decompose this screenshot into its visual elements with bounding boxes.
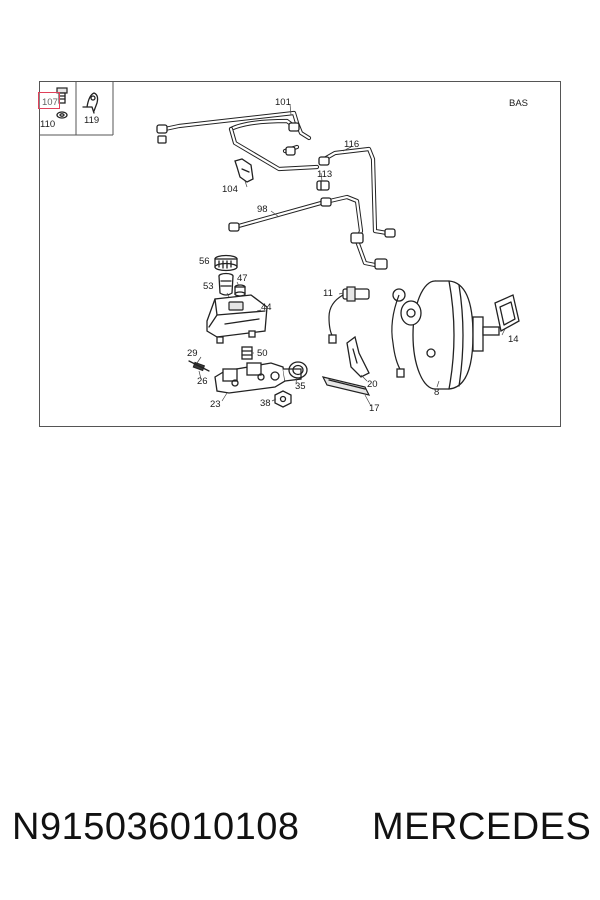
callout-20[interactable]: 20 bbox=[367, 379, 378, 390]
part-11-sensor[interactable] bbox=[328, 286, 370, 344]
callout-23[interactable]: 23 bbox=[210, 399, 221, 410]
part-119-clip[interactable] bbox=[82, 92, 99, 114]
part-number: N915036010108 bbox=[12, 806, 300, 848]
callout-17[interactable]: 17 bbox=[369, 403, 380, 414]
part-23-master-cylinder[interactable] bbox=[214, 362, 302, 394]
callout-101[interactable]: 101 bbox=[275, 97, 291, 108]
callout-11[interactable]: 11 bbox=[323, 288, 333, 299]
variant-label: BAS bbox=[509, 98, 528, 109]
part-26-valve[interactable] bbox=[188, 360, 210, 372]
callout-29[interactable]: 29 bbox=[187, 348, 198, 359]
callout-98[interactable]: 98 bbox=[257, 204, 268, 215]
callout-14[interactable]: 14 bbox=[508, 334, 519, 345]
part-113-fitting[interactable] bbox=[316, 180, 330, 191]
highlighted-part-marker bbox=[38, 92, 60, 109]
part-56-reservoir-cap[interactable] bbox=[214, 254, 238, 272]
callout-44[interactable]: 44 bbox=[261, 302, 272, 313]
brake-system-diagram: BAS 107 110 119 101 116 113 104 98 56 47… bbox=[39, 81, 528, 414]
part-116-brake-line[interactable] bbox=[318, 146, 390, 236]
callout-119[interactable]: 119 bbox=[84, 115, 99, 126]
callout-50[interactable]: 50 bbox=[257, 348, 268, 359]
part-14-gasket[interactable] bbox=[494, 294, 520, 332]
part-44-reservoir[interactable] bbox=[206, 294, 268, 344]
callout-116[interactable]: 116 bbox=[344, 139, 359, 150]
callout-53[interactable]: 53 bbox=[203, 281, 214, 292]
part-17-rail[interactable] bbox=[321, 376, 371, 396]
callout-26[interactable]: 26 bbox=[197, 376, 208, 387]
part-53-filter[interactable] bbox=[218, 272, 234, 296]
part-20-bracket[interactable] bbox=[346, 335, 370, 378]
part-98-brake-line[interactable] bbox=[228, 194, 396, 270]
callout-110[interactable]: 110 bbox=[40, 119, 55, 130]
part-104-bracket[interactable] bbox=[234, 158, 254, 183]
callout-56[interactable]: 56 bbox=[199, 256, 210, 267]
part-50-seal[interactable] bbox=[241, 346, 253, 360]
diagram-frame bbox=[39, 81, 561, 427]
part-47-float[interactable] bbox=[234, 284, 246, 297]
callout-47[interactable]: 47 bbox=[237, 273, 248, 284]
part-8-brake-booster[interactable] bbox=[391, 280, 500, 390]
brand-name: MERCEDES bbox=[372, 806, 592, 848]
callout-107[interactable]: 107 bbox=[42, 97, 58, 108]
callout-113[interactable]: 113 bbox=[317, 169, 332, 180]
callout-38[interactable]: 38 bbox=[260, 398, 271, 409]
part-101-brake-line[interactable] bbox=[156, 110, 320, 172]
callout-104[interactable]: 104 bbox=[222, 184, 238, 195]
part-35-o-ring[interactable] bbox=[288, 361, 308, 379]
callout-35[interactable]: 35 bbox=[295, 381, 306, 392]
part-38-nut[interactable] bbox=[274, 390, 292, 408]
inset-panel bbox=[39, 81, 114, 136]
leader-lines bbox=[196, 103, 506, 407]
part-110-washer[interactable] bbox=[56, 111, 68, 119]
callout-8[interactable]: 8 bbox=[434, 387, 439, 398]
